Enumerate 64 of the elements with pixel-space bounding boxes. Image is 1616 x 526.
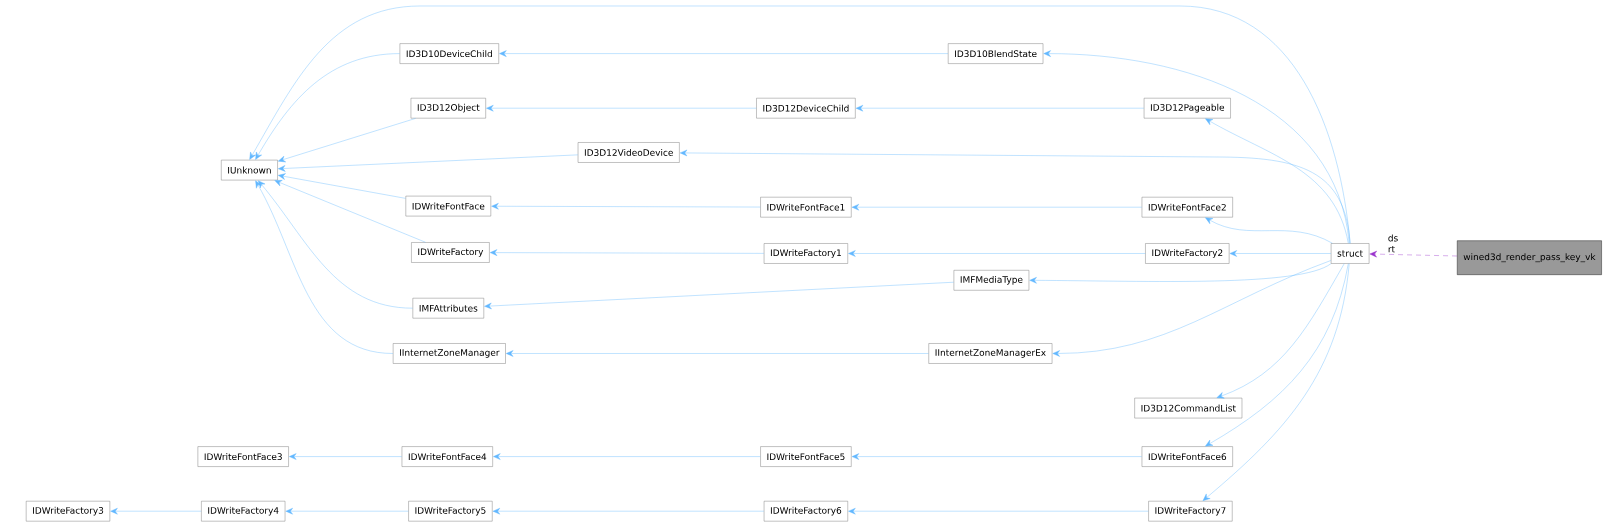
arrow — [1205, 263, 1349, 447]
class-box: struct — [1330, 243, 1370, 264]
class-box: IDWriteFactory4 — [201, 501, 286, 522]
arrow — [1052, 260, 1332, 357]
arrow — [1043, 50, 1350, 244]
arrow — [110, 507, 202, 515]
class-box: IDWriteFontFace5 — [760, 446, 852, 467]
arrow — [278, 173, 406, 199]
arrow — [848, 507, 1149, 515]
arrow — [1369, 250, 1458, 258]
class-box: IDWriteFontFace3 — [197, 446, 289, 467]
class-box: IDWriteFontFace1 — [760, 197, 852, 218]
arrow — [506, 350, 929, 357]
class-box: IInternetZoneManagerEx — [928, 343, 1053, 364]
class-box: ID3D12CommandList — [1134, 397, 1243, 419]
arrow — [1205, 217, 1333, 244]
class-box: ID3D10DeviceChild — [399, 43, 499, 64]
class-box: ID3D10BlendState — [948, 43, 1044, 64]
arrow — [255, 53, 400, 160]
class-box: IMFMediaType — [953, 270, 1030, 291]
class-box: IDWriteFactory1 — [763, 243, 848, 264]
arrow — [493, 453, 761, 460]
class-box: IDWriteFactory5 — [408, 501, 493, 522]
arrow — [499, 50, 949, 57]
arrow — [679, 149, 1351, 244]
class-box: ID3D12Pageable — [1143, 98, 1231, 119]
class-box: IDWriteFontFace — [405, 195, 491, 217]
class-box: IDWriteFactory7 — [1148, 501, 1233, 522]
arrow — [1202, 263, 1350, 501]
class-box: ID3D12VideoDevice — [577, 142, 680, 163]
arrow — [285, 507, 409, 515]
arrow — [1229, 250, 1332, 257]
arrow — [289, 453, 402, 460]
class-box: IMFAttributes — [412, 298, 484, 319]
arrow — [851, 203, 1142, 211]
edge-label: ds rt — [1386, 233, 1401, 254]
class-box: IDWriteFontFace6 — [1141, 446, 1233, 467]
class-box: IDWriteFactory3 — [26, 501, 111, 522]
arrow — [855, 104, 1145, 112]
arrow — [278, 154, 579, 172]
arrow — [258, 180, 413, 309]
class-box: IDWriteFactory — [411, 242, 490, 263]
arrow — [489, 249, 765, 256]
arrow — [851, 453, 1142, 460]
class-box: IDWriteFactory6 — [763, 501, 848, 522]
arrow — [492, 507, 765, 515]
class-box: IUnknown — [221, 159, 278, 181]
arrow — [484, 282, 954, 310]
arrow — [255, 180, 394, 354]
arrow — [486, 104, 757, 112]
arrow — [278, 118, 416, 163]
arrow — [848, 250, 1146, 257]
arrow — [491, 203, 761, 210]
class-box: IDWriteFontFace2 — [1141, 197, 1233, 218]
class-box: IDWriteFactory2 — [1145, 243, 1230, 264]
arrow — [1029, 263, 1332, 284]
class-box: IInternetZoneManager — [392, 343, 506, 364]
arrow — [274, 180, 426, 243]
class-box: wined3d_render_pass_key_vk — [1457, 240, 1602, 275]
arrow — [1205, 118, 1349, 244]
class-box: IDWriteFontFace4 — [401, 446, 493, 467]
arrow — [1216, 263, 1345, 399]
class-box: ID3D12Object — [410, 98, 486, 119]
class-box: ID3D12DeviceChild — [756, 98, 856, 119]
